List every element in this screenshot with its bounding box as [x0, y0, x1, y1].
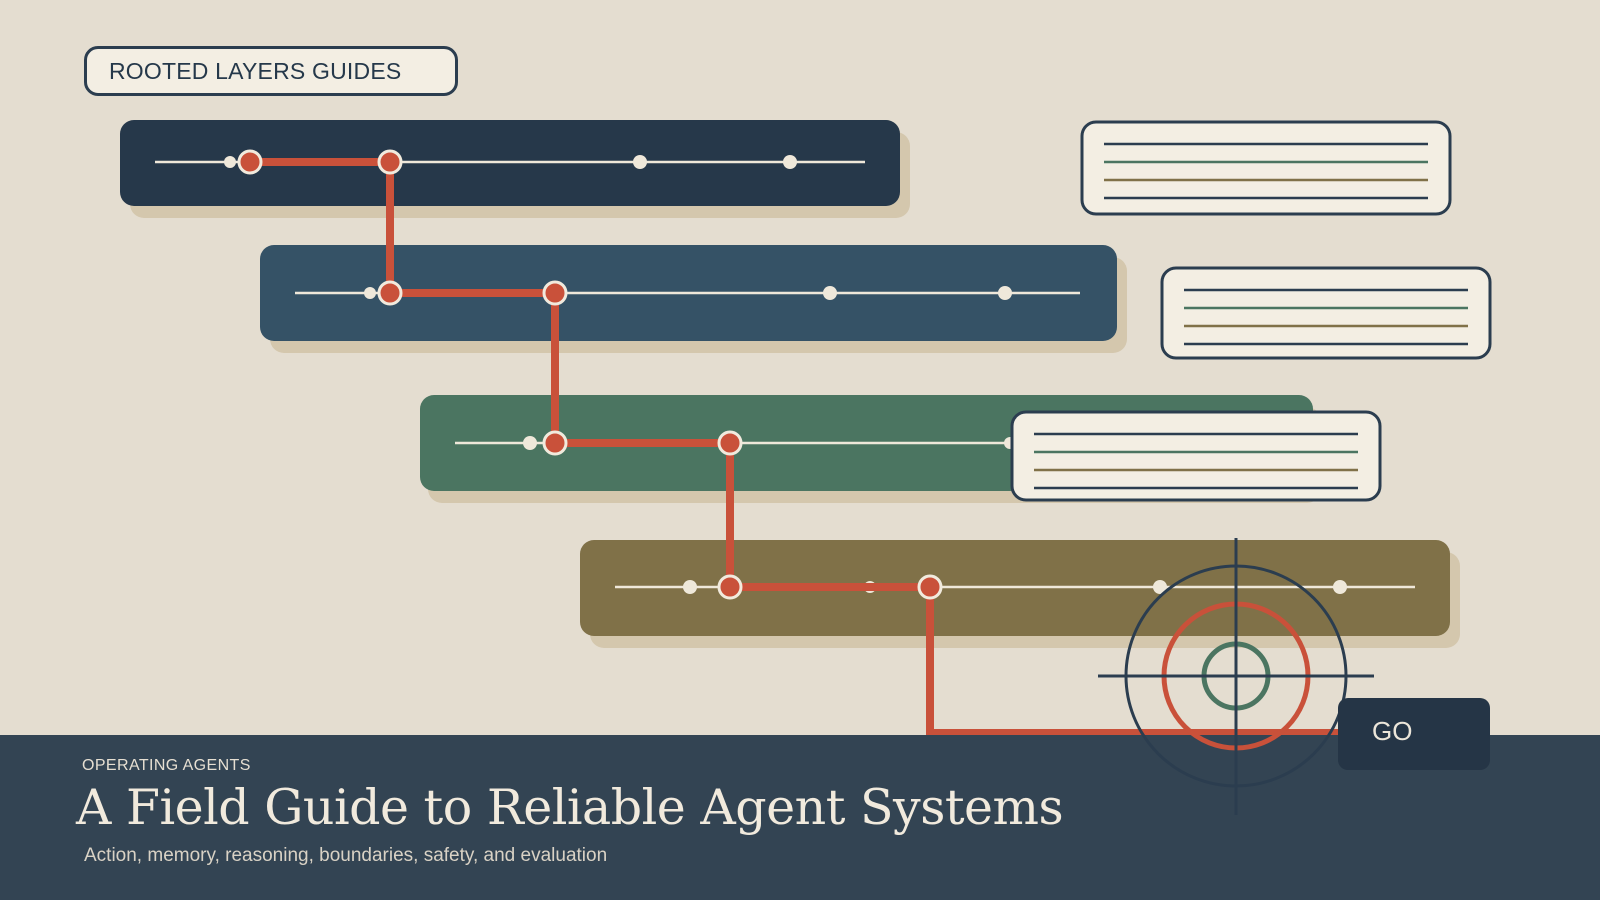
brand-badge: ROOTED LAYERS GUIDES	[84, 46, 458, 96]
title-footer: OPERATING AGENTS A Field Guide to Reliab…	[0, 735, 1600, 900]
page-title: A Field Guide to Reliable Agent Systems	[76, 779, 1064, 836]
page-subtitle: Action, memory, reasoning, boundaries, s…	[84, 845, 608, 866]
route-nodes	[237, 149, 943, 600]
route-path	[250, 158, 1340, 737]
note-card-1	[1080, 120, 1452, 216]
note-card-2	[1160, 266, 1492, 360]
note-card-3	[1010, 410, 1382, 502]
section-kicker: OPERATING AGENTS	[82, 757, 251, 774]
go-button[interactable]: GO	[1338, 698, 1490, 770]
